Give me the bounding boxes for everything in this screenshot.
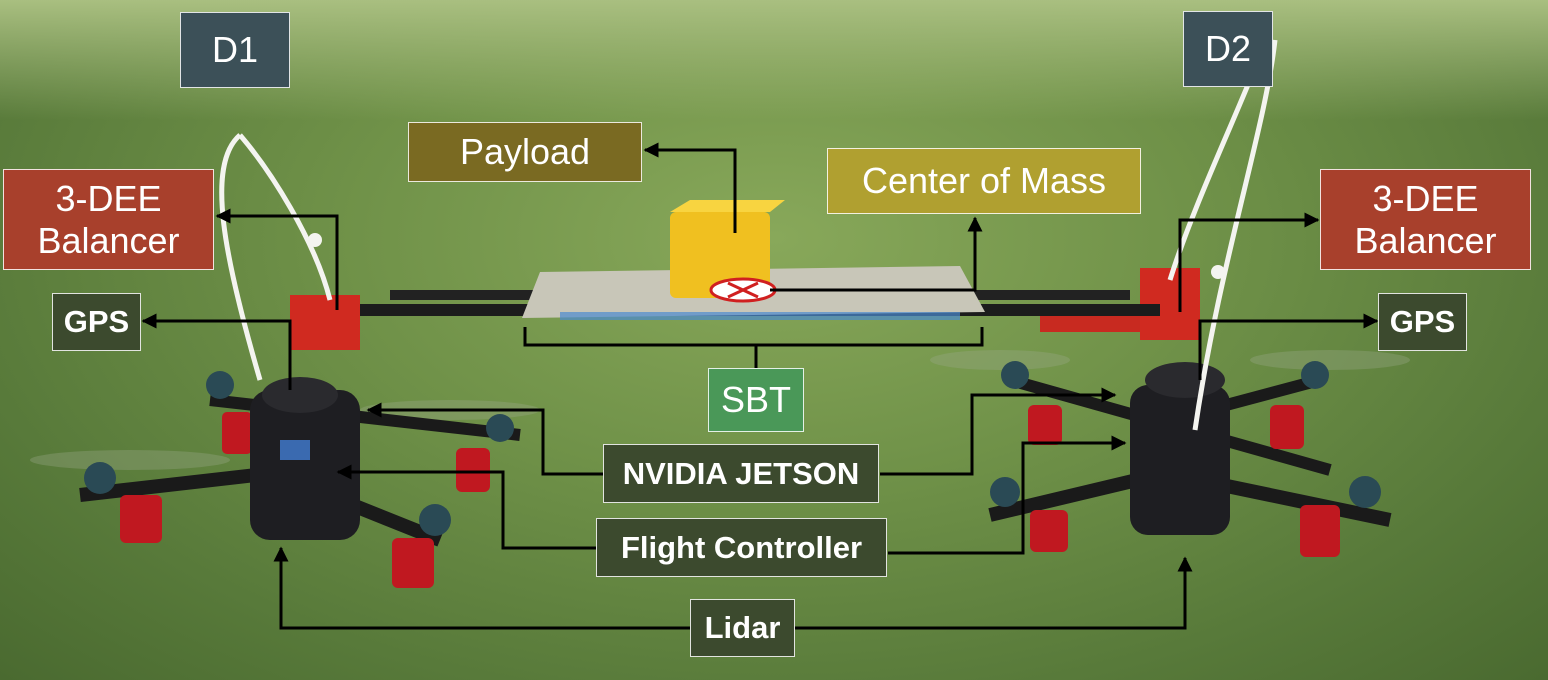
- left-balancer-line2: Balancer: [37, 219, 180, 261]
- right-balancer-line2: Balancer: [1354, 219, 1497, 261]
- left-motor-guard: [120, 495, 162, 543]
- left-motor: [486, 414, 514, 442]
- lidar-label: Lidar: [690, 599, 795, 657]
- left-drone-body: [250, 390, 360, 540]
- right-motor-guard: [1030, 510, 1068, 552]
- right-motor: [1349, 476, 1381, 508]
- payload-box-top: [670, 200, 785, 212]
- right-motor: [1001, 361, 1029, 389]
- right-propeller-blur: [1250, 350, 1410, 370]
- left-propeller-blur: [30, 450, 230, 470]
- right-gps-arrow: [1198, 313, 1379, 380]
- payload-arrow: [643, 142, 737, 233]
- left-balancer-mount: [290, 295, 360, 350]
- left-tether: [238, 133, 333, 301]
- flight-controller-arrow-left: [336, 464, 598, 550]
- left-motor-guard: [392, 538, 434, 588]
- center-of-mass-marker: [727, 281, 759, 299]
- left-gps-arrow: [141, 313, 292, 390]
- d2-label: D2: [1183, 11, 1273, 87]
- right-rail-mount: [1040, 312, 1140, 332]
- payload-label: Payload: [408, 122, 642, 182]
- right-balancer-label: 3-DEE Balancer: [1320, 169, 1531, 270]
- lidar-arrow-right: [795, 556, 1193, 630]
- left-motor: [206, 371, 234, 399]
- right-motor-guard: [1300, 505, 1340, 557]
- right-gps-label: GPS: [1378, 293, 1467, 351]
- left-motor-guard: [456, 448, 490, 492]
- left-tether-knot: [308, 233, 322, 247]
- left-balancer-arrow: [215, 208, 339, 310]
- sbt-label: SBT: [708, 368, 804, 432]
- right-balancer-arrow: [1178, 212, 1320, 312]
- center-of-mass-arrow: [770, 216, 983, 292]
- sbt-bracket: [523, 327, 984, 347]
- right-motor: [990, 477, 1020, 507]
- flight-controller-label: Flight Controller: [596, 518, 887, 577]
- nvidia-jetson-label: NVIDIA JETSON: [603, 444, 879, 503]
- left-gps-label: GPS: [52, 293, 141, 351]
- left-balancer-label: 3-DEE Balancer: [3, 169, 214, 270]
- payload-box: [670, 212, 770, 298]
- left-balancer-line1: 3-DEE: [55, 178, 162, 220]
- callout-arrows: [141, 142, 1379, 630]
- jetson-arrow-right: [880, 387, 1117, 476]
- left-motor-guard: [222, 412, 252, 454]
- right-motor-guard: [1028, 405, 1062, 445]
- right-propeller-blur: [930, 350, 1070, 370]
- right-motor-guard: [1270, 405, 1304, 449]
- right-motor: [1301, 361, 1329, 389]
- left-gps-puck: [262, 377, 338, 413]
- right-tether: [1192, 39, 1278, 431]
- platform-tape: [560, 312, 960, 320]
- right-gps-puck: [1145, 362, 1225, 398]
- right-balancer-line1: 3-DEE: [1372, 178, 1479, 220]
- lidar-arrow-left: [273, 546, 690, 630]
- sbt-assembly: [360, 200, 1160, 320]
- center-of-mass-label: Center of Mass: [827, 148, 1141, 214]
- left-tether: [219, 133, 263, 381]
- left-board: [280, 440, 310, 460]
- left-drone: [30, 133, 540, 588]
- flight-controller-arrow-right: [888, 435, 1127, 555]
- right-tether-knot: [1211, 265, 1225, 279]
- d1-label: D1: [180, 12, 290, 88]
- left-motor: [84, 462, 116, 494]
- jetson-arrow-left: [366, 402, 603, 476]
- right-drone-body: [1130, 385, 1230, 535]
- left-motor: [419, 504, 451, 536]
